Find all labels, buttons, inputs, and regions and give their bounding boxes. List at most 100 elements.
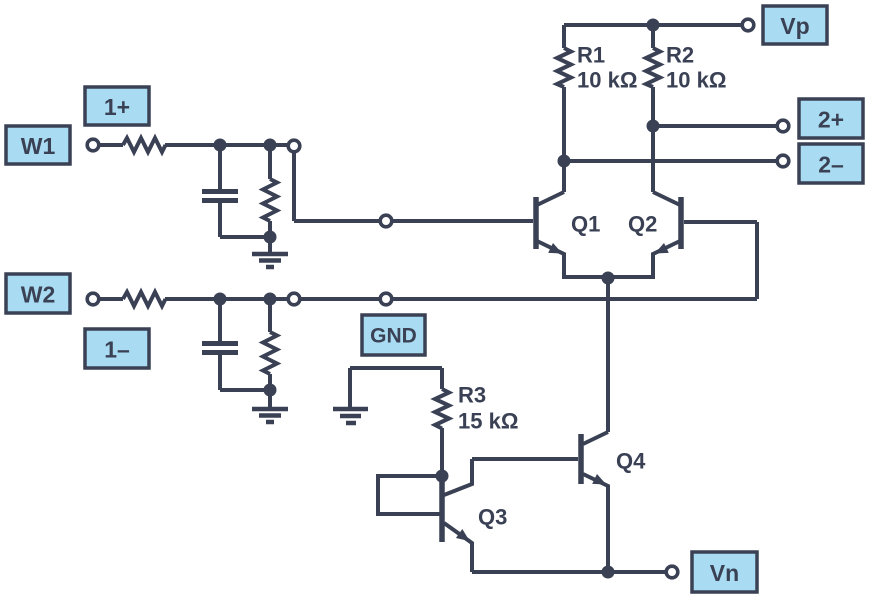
- terminal-circle-vp: [740, 17, 756, 33]
- label-w1: W1: [4, 124, 72, 166]
- label-text-vp: Vp: [780, 13, 809, 39]
- emitter-arrow: [455, 529, 470, 542]
- label-text-w1: W1: [21, 133, 56, 159]
- terminal-circle-w2: [85, 291, 101, 307]
- terminal-circle-1minus: [286, 291, 302, 307]
- label-text-1plus: 1+: [104, 94, 130, 120]
- transistor-q3-label: Q3: [478, 505, 507, 530]
- label-text-w2: W2: [21, 282, 56, 308]
- ground-symbol: [333, 406, 368, 426]
- terminal-circle-q1base: [378, 213, 394, 229]
- resistor-r1-value: 10 kΩ: [577, 68, 637, 93]
- label-box: [360, 313, 427, 357]
- terminal-circle-2plus: [775, 118, 791, 134]
- label-w2: W2: [4, 272, 72, 315]
- transistor-q1-label: Q1: [571, 212, 600, 237]
- resistor-zigzag: [121, 133, 168, 157]
- junction-dots: [213, 18, 660, 579]
- label-vp: Vp: [761, 4, 829, 46]
- resistor-r3: R3 15 kΩ: [430, 383, 518, 474]
- wire: [292, 146, 533, 223]
- transistor-q1: Q1: [533, 190, 608, 279]
- wire: [218, 354, 270, 392]
- emitter-lead: [608, 239, 681, 279]
- collector-lead: [536, 190, 565, 207]
- resistor-r1-name: R1: [577, 43, 605, 68]
- label-gnd: GND: [360, 313, 427, 357]
- resistor-r3-name: R3: [458, 383, 486, 408]
- input-network-w1: [100, 133, 533, 270]
- resistor-r2: R2 10 kΩ: [641, 25, 726, 192]
- junction-dot: [263, 230, 277, 244]
- emitter-arrow: [548, 242, 563, 254]
- label-box: [797, 142, 865, 185]
- terminal-circle-2minus: [775, 153, 791, 169]
- label-2minus: 2–: [797, 142, 865, 185]
- label-box: [690, 550, 759, 594]
- label-box: [4, 272, 72, 315]
- terminal-circle-w1: [85, 137, 101, 153]
- junction-dot: [213, 138, 227, 152]
- label-box: [83, 85, 151, 127]
- junction-dot: [263, 138, 277, 152]
- wire: [684, 220, 759, 299]
- transistor-q2: Q2: [608, 190, 684, 279]
- label-text-vn: Vn: [710, 560, 739, 586]
- label-box: [4, 124, 72, 166]
- resistor-zigzag: [552, 46, 576, 89]
- resistor-zigzag: [258, 177, 282, 223]
- label-vn: Vn: [690, 550, 759, 594]
- junction-dot: [601, 271, 615, 285]
- resistor-r2-value: 10 kΩ: [666, 68, 726, 93]
- emitter-lead: [536, 239, 608, 279]
- terminal-circles: [85, 17, 791, 580]
- terminal-circle-vn: [664, 564, 680, 580]
- ground-symbol: [252, 251, 288, 270]
- input-network-w2: [100, 220, 759, 425]
- label-text-2minus: 2–: [818, 152, 844, 178]
- label-box: [83, 327, 151, 370]
- junction-dot: [263, 383, 277, 397]
- resistor-r2-name: R2: [666, 43, 694, 68]
- junction-dot: [646, 18, 660, 32]
- emitter-lead: [582, 472, 610, 572]
- transistor-q2-label: Q2: [628, 212, 657, 237]
- resistor-zigzag: [430, 387, 454, 431]
- terminal-circle-gnd: [378, 291, 394, 307]
- wire: [348, 366, 444, 408]
- label-box: [761, 4, 829, 46]
- label-text-gnd: GND: [370, 325, 417, 348]
- collector-lead: [652, 190, 681, 207]
- label-box: [797, 97, 865, 140]
- base-loop: [376, 474, 442, 516]
- transistor-q4-label: Q4: [616, 449, 646, 474]
- wire: [218, 202, 270, 239]
- junction-dot: [557, 154, 571, 168]
- label-1minus: 1–: [83, 327, 151, 370]
- label-text-1minus: 1–: [104, 337, 130, 363]
- terminal-circle-1plus: [286, 138, 302, 154]
- label-text-2plus: 2+: [818, 107, 844, 133]
- label-2plus: 2+: [797, 97, 865, 140]
- emitter-arrow: [592, 473, 607, 485]
- emitter-arrow: [654, 242, 669, 254]
- resistor-zigzag: [258, 330, 282, 376]
- junction-dot: [435, 469, 449, 483]
- collector-lead: [582, 430, 609, 446]
- junction-dot: [263, 292, 277, 306]
- label-1plus: 1+: [83, 85, 151, 127]
- collector-lead: [443, 459, 474, 497]
- junction-dot: [646, 119, 660, 133]
- resistor-r1: R1 10 kΩ: [552, 25, 637, 192]
- transistor-q4: Q4: [578, 430, 646, 572]
- emitter-lead: [442, 521, 474, 572]
- junction-dot: [601, 565, 615, 579]
- ground-symbol: [252, 406, 288, 425]
- bias-ground: [333, 366, 444, 426]
- resistor-zigzag: [121, 287, 168, 311]
- junction-dot: [213, 292, 227, 306]
- resistor-r3-value: 15 kΩ: [458, 409, 518, 434]
- resistor-zigzag: [641, 46, 665, 89]
